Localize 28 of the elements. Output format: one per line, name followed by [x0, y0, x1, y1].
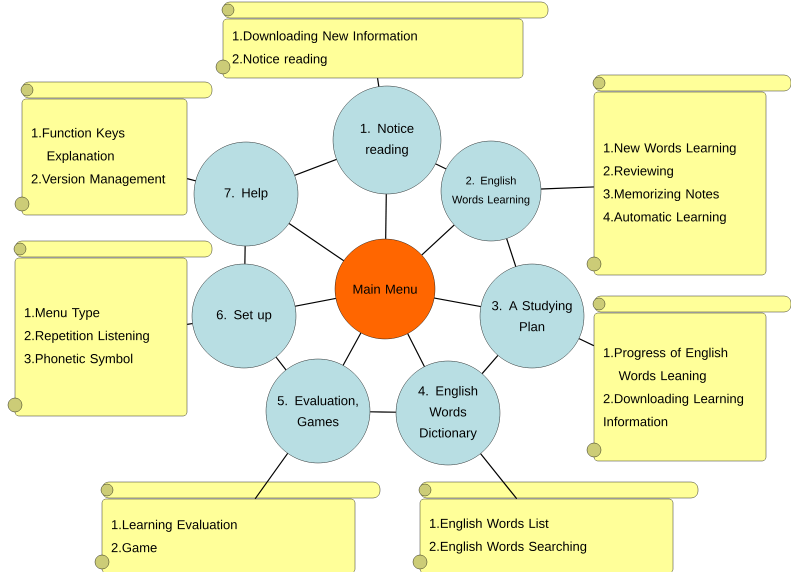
connector-line	[421, 224, 455, 256]
connector-line	[376, 78, 380, 87]
connector-line	[434, 297, 481, 308]
connector-line	[187, 178, 196, 182]
connector-line	[295, 298, 336, 307]
scroll: 1.Menu Type 2.Repetition Listening 3.Phonetic Symbol	[8, 240, 212, 416]
connector-line	[294, 158, 337, 176]
scroll: 1.Downloading New Information 2.Notice reading	[216, 2, 548, 78]
connector-line	[480, 453, 518, 500]
connector-line	[254, 453, 288, 500]
scroll: 1.New Words Learning 2.Reviewing 3.Memorizing Notes 4.Automatic Learning	[586, 74, 791, 276]
connector-line	[244, 246, 246, 264]
connector-line	[541, 186, 594, 190]
connector-line	[407, 333, 425, 367]
scroll: 1.Learning Evaluation 2.Game	[94, 482, 380, 572]
connector-line	[482, 355, 498, 374]
connector-line	[187, 323, 192, 325]
connector-line	[385, 194, 387, 239]
connector-line	[370, 411, 396, 413]
scroll: 1.Function Keys Explanation 2.Version Management	[14, 82, 212, 216]
scroll: 1.English Words List 2.English Words Searching	[412, 482, 698, 572]
connector-line	[288, 222, 344, 262]
scroll: 1.Progress of English Words Leaning 2.Downloading Learning Information	[586, 296, 791, 462]
connector-line	[342, 332, 362, 366]
connector-line	[506, 238, 516, 267]
connector-line	[578, 338, 594, 346]
connector-line	[435, 163, 446, 170]
connector-line	[276, 356, 286, 370]
